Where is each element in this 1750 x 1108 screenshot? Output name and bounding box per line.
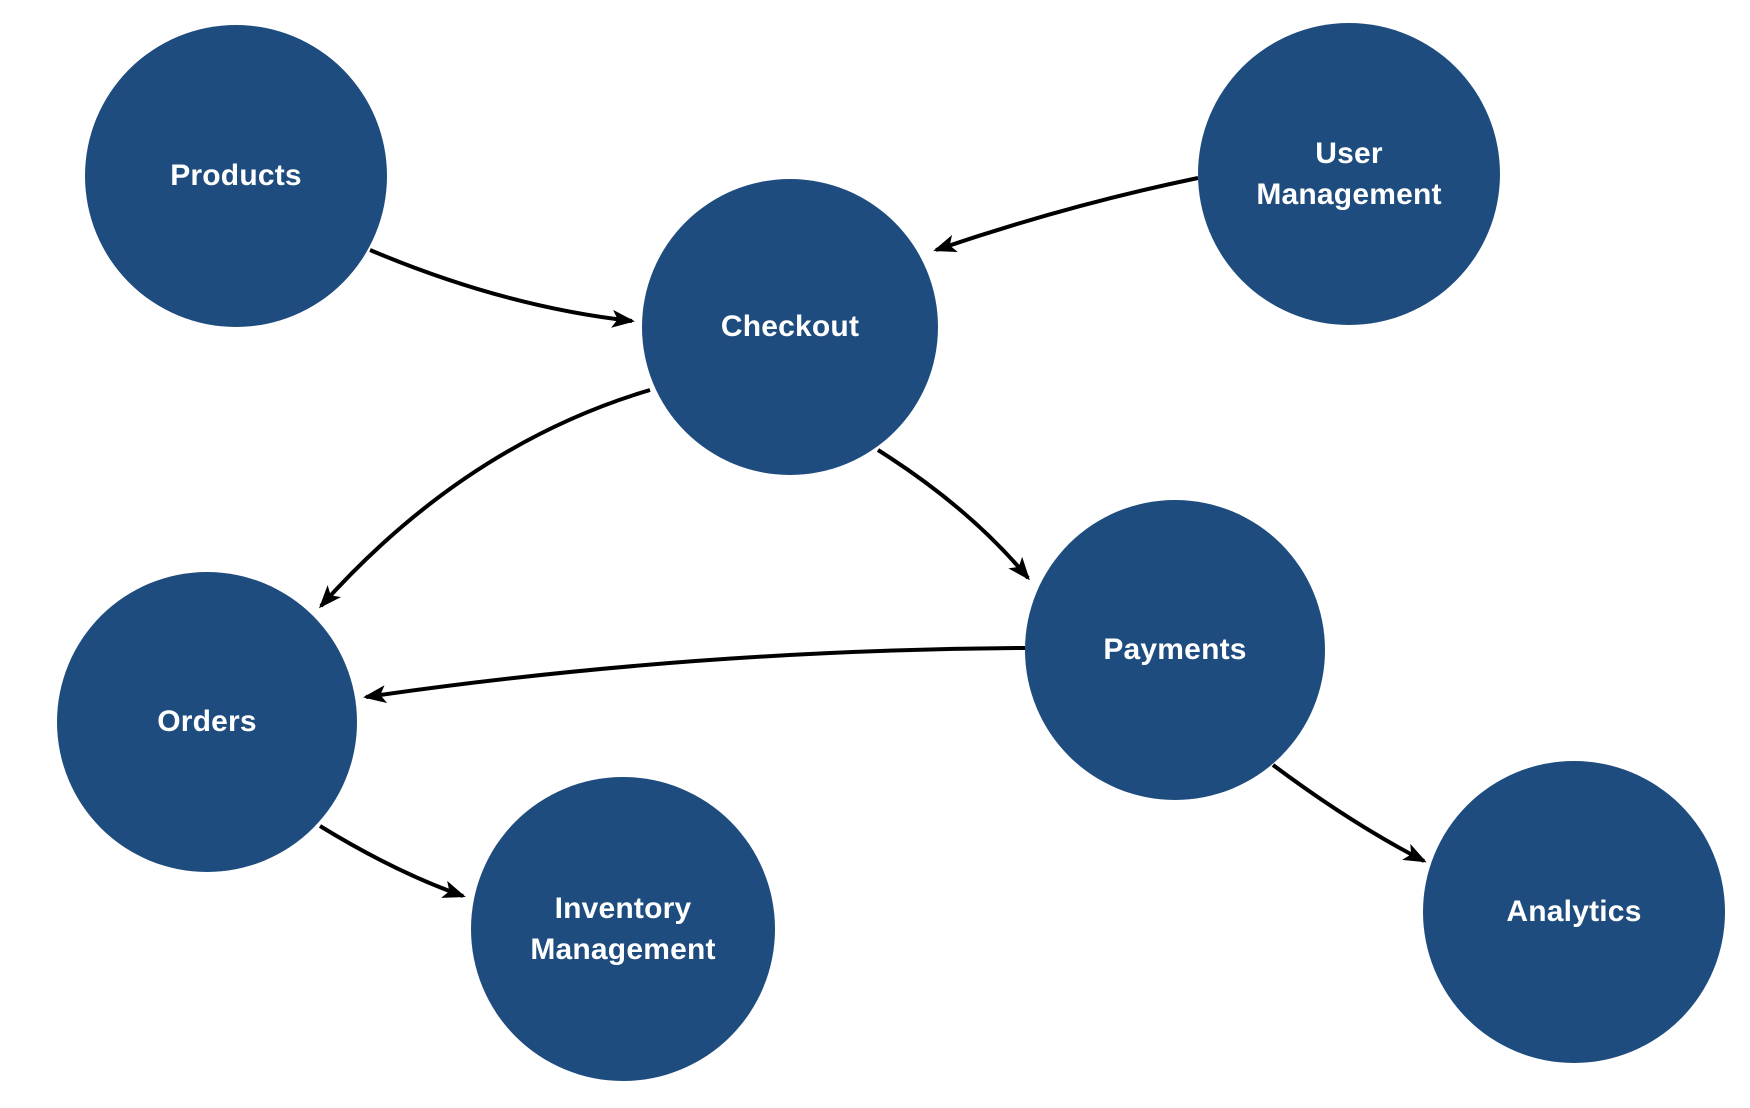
edge-checkout-to-payments [876,448,1030,581]
node-products[interactable]: Products [85,25,387,327]
node-checkout-label: Checkout [720,310,860,344]
node-orders-label: Orders [157,705,257,739]
node-payments-label: Payments [1103,633,1247,667]
node-inventory-management-label: Inventory Management [530,891,716,966]
node-products-label: Products [170,159,302,193]
node-inventory-management[interactable]: Inventory Management [471,777,775,1081]
edge-payments-to-orders [363,646,1026,704]
node-checkout[interactable]: Checkout [642,179,938,475]
edge-checkout-to-orders [318,388,651,609]
edge-orders-to-inventory-management [318,824,466,898]
node-user-management-label: User Management [1256,136,1442,211]
node-orders[interactable]: Orders [57,572,357,872]
node-analytics-label: Analytics [1506,895,1642,929]
node-payments[interactable]: Payments [1025,500,1325,800]
node-analytics[interactable]: Analytics [1423,761,1725,1063]
node-user-management[interactable]: User Management [1198,23,1500,325]
edge-products-to-checkout [369,248,635,328]
edge-user-management-to-checkout [933,176,1199,253]
edge-payments-to-analytics [1271,763,1427,863]
